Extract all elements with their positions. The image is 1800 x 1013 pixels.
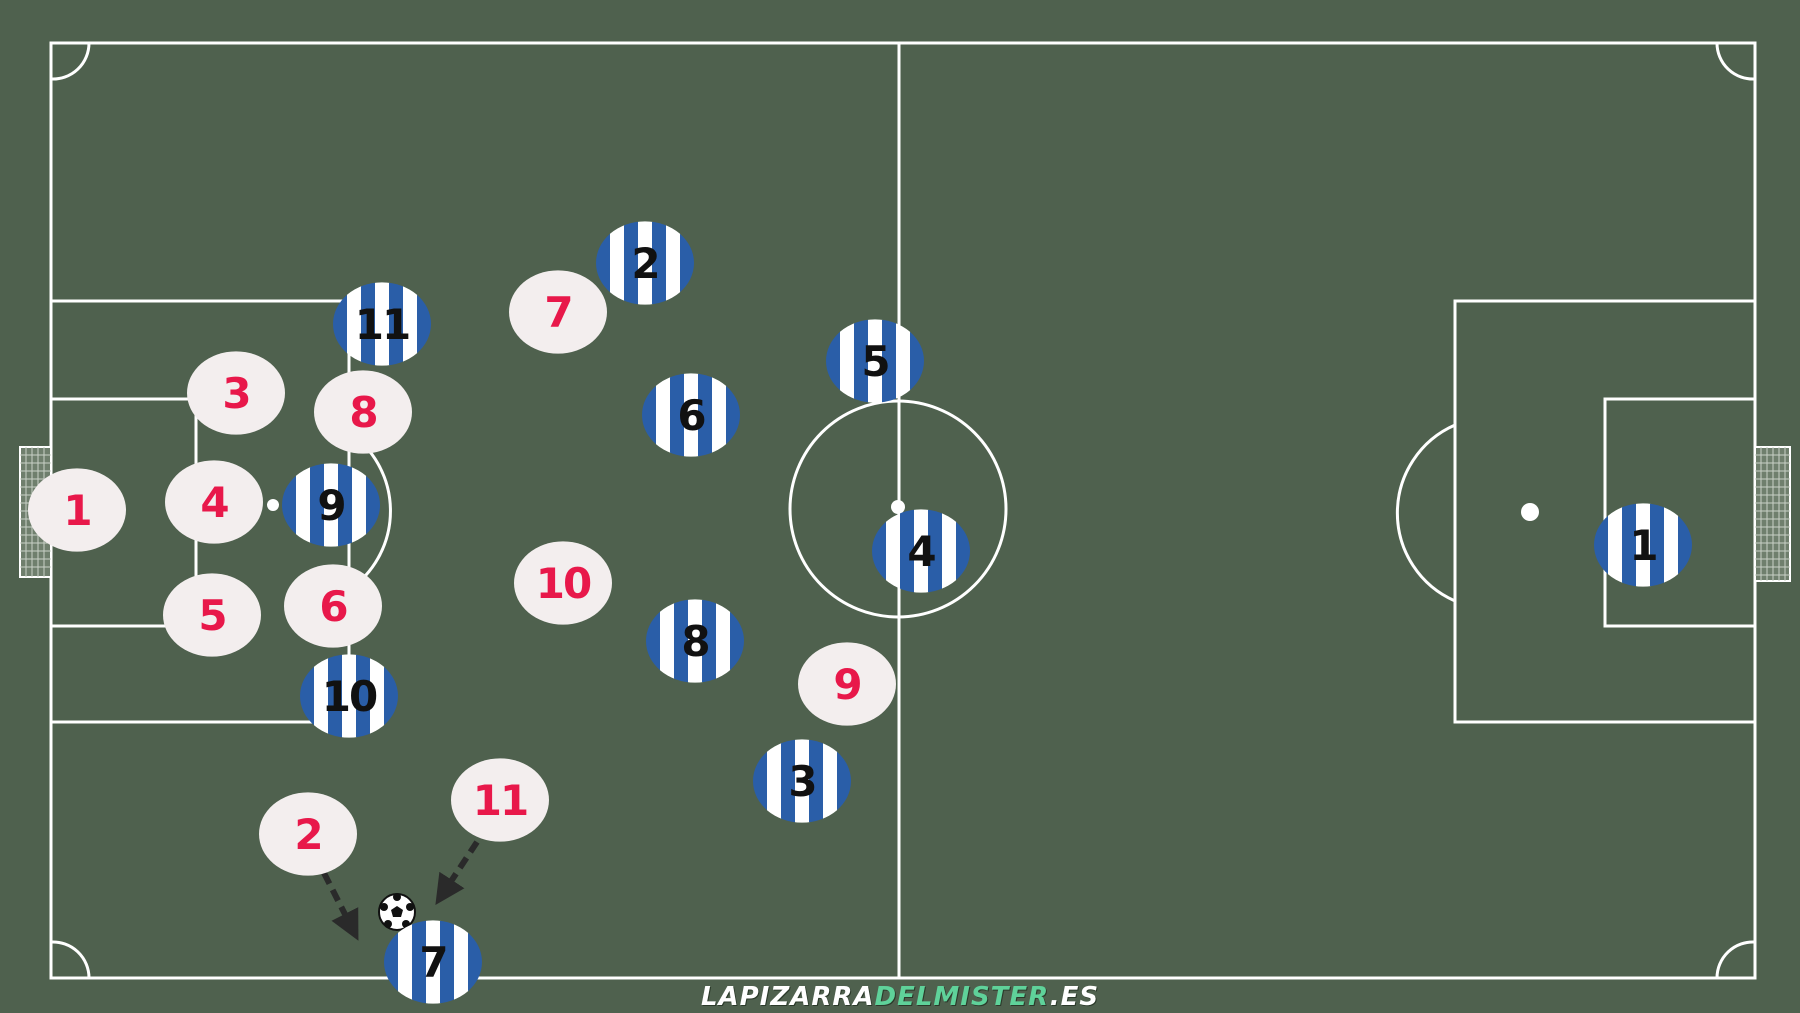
home-player-number: 8 — [349, 388, 376, 437]
home-player-number: 3 — [222, 369, 249, 418]
home-player-disc — [259, 792, 357, 876]
away-player-2[interactable]: 2 — [596, 214, 695, 312]
home-player-disc — [28, 468, 126, 552]
home-player-number: 9 — [833, 660, 860, 709]
away-player-8[interactable]: 8 — [646, 592, 745, 690]
left-penalty-spot — [267, 499, 279, 511]
away-player-number: 1 — [1629, 521, 1656, 570]
home-player-disc — [284, 564, 382, 648]
home-player-1[interactable]: 1 — [28, 468, 126, 552]
home-player-number: 5 — [198, 591, 225, 640]
corner-arc-top-right — [1715, 42, 1756, 81]
home-player-4[interactable]: 4 — [165, 460, 263, 544]
movement-arrow-home-2 — [321, 871, 359, 941]
home-player-number: 1 — [63, 486, 90, 535]
away-player-number: 4 — [907, 527, 935, 576]
away-player-number: 10 — [322, 672, 377, 721]
center-circle — [788, 399, 1008, 619]
brand-watermark: LAPIZARRADELMISTER.ES — [0, 982, 1800, 1012]
home-player-8[interactable]: 8 — [314, 370, 412, 454]
center-spot — [891, 500, 905, 514]
away-player-number: 8 — [681, 617, 708, 666]
away-player-number: 6 — [677, 391, 704, 440]
home-player-7[interactable]: 7 — [509, 270, 607, 354]
away-player-5[interactable]: 5 — [826, 312, 925, 410]
home-player-6[interactable]: 6 — [284, 564, 382, 648]
away-player-number: 2 — [631, 239, 658, 288]
home-player-disc — [509, 270, 607, 354]
home-player-number: 11 — [473, 776, 527, 825]
home-player-number: 2 — [294, 810, 321, 859]
home-player-number: 6 — [319, 582, 346, 631]
away-player-jersey — [300, 654, 398, 738]
away-player-1[interactable]: 1 — [1594, 496, 1693, 594]
away-player-3[interactable]: 3 — [753, 732, 852, 830]
movement-arrows — [321, 840, 480, 941]
right-penalty-arc — [1395, 423, 1456, 603]
home-player-10[interactable]: 10 — [514, 541, 612, 625]
home-player-number: 7 — [544, 288, 571, 337]
home-player-disc — [165, 460, 263, 544]
away-player-4[interactable]: 4 — [872, 502, 971, 600]
corner-arc-bottom-left — [50, 940, 91, 979]
corner-arc-top-left — [50, 42, 91, 81]
home-player-9[interactable]: 9 — [798, 642, 896, 726]
away-player-number: 3 — [788, 757, 815, 806]
home-player-disc — [451, 758, 549, 842]
soccer-ball-icon — [378, 893, 416, 931]
home-player-2[interactable]: 2 — [259, 792, 357, 876]
home-player-disc — [798, 642, 896, 726]
away-player-9[interactable]: 9 — [282, 456, 381, 554]
away-player-number: 7 — [419, 938, 446, 987]
corner-arc-bottom-right — [1715, 940, 1756, 979]
home-player-disc — [314, 370, 412, 454]
ball-layer — [378, 893, 416, 931]
home-player-disc — [514, 541, 612, 625]
home-player-3[interactable]: 3 — [187, 351, 285, 435]
home-player-11[interactable]: 11 — [451, 758, 549, 842]
brand-part-1: LAPIZARRA — [700, 982, 875, 1012]
brand-part-3: .ES — [1049, 982, 1100, 1012]
home-player-number: 4 — [200, 478, 228, 527]
away-player-10[interactable]: 10 — [300, 647, 399, 745]
right-penalty-spot — [1521, 503, 1539, 521]
home-player-5[interactable]: 5 — [163, 573, 261, 657]
home-player-disc — [187, 351, 285, 435]
away-player-jersey — [753, 739, 851, 823]
away-player-jersey — [872, 509, 970, 593]
away-player-number: 5 — [861, 337, 888, 386]
away-player-number: 11 — [355, 300, 409, 349]
movement-arrow-home-11 — [435, 840, 480, 906]
brand-part-2: DELMISTER — [874, 982, 1050, 1012]
away-player-number: 9 — [317, 481, 344, 530]
away-player-6[interactable]: 6 — [642, 366, 741, 464]
right-goal-net — [1754, 446, 1791, 582]
home-player-number: 10 — [536, 559, 591, 608]
away-player-jersey — [1594, 503, 1692, 587]
home-player-disc — [163, 573, 261, 657]
